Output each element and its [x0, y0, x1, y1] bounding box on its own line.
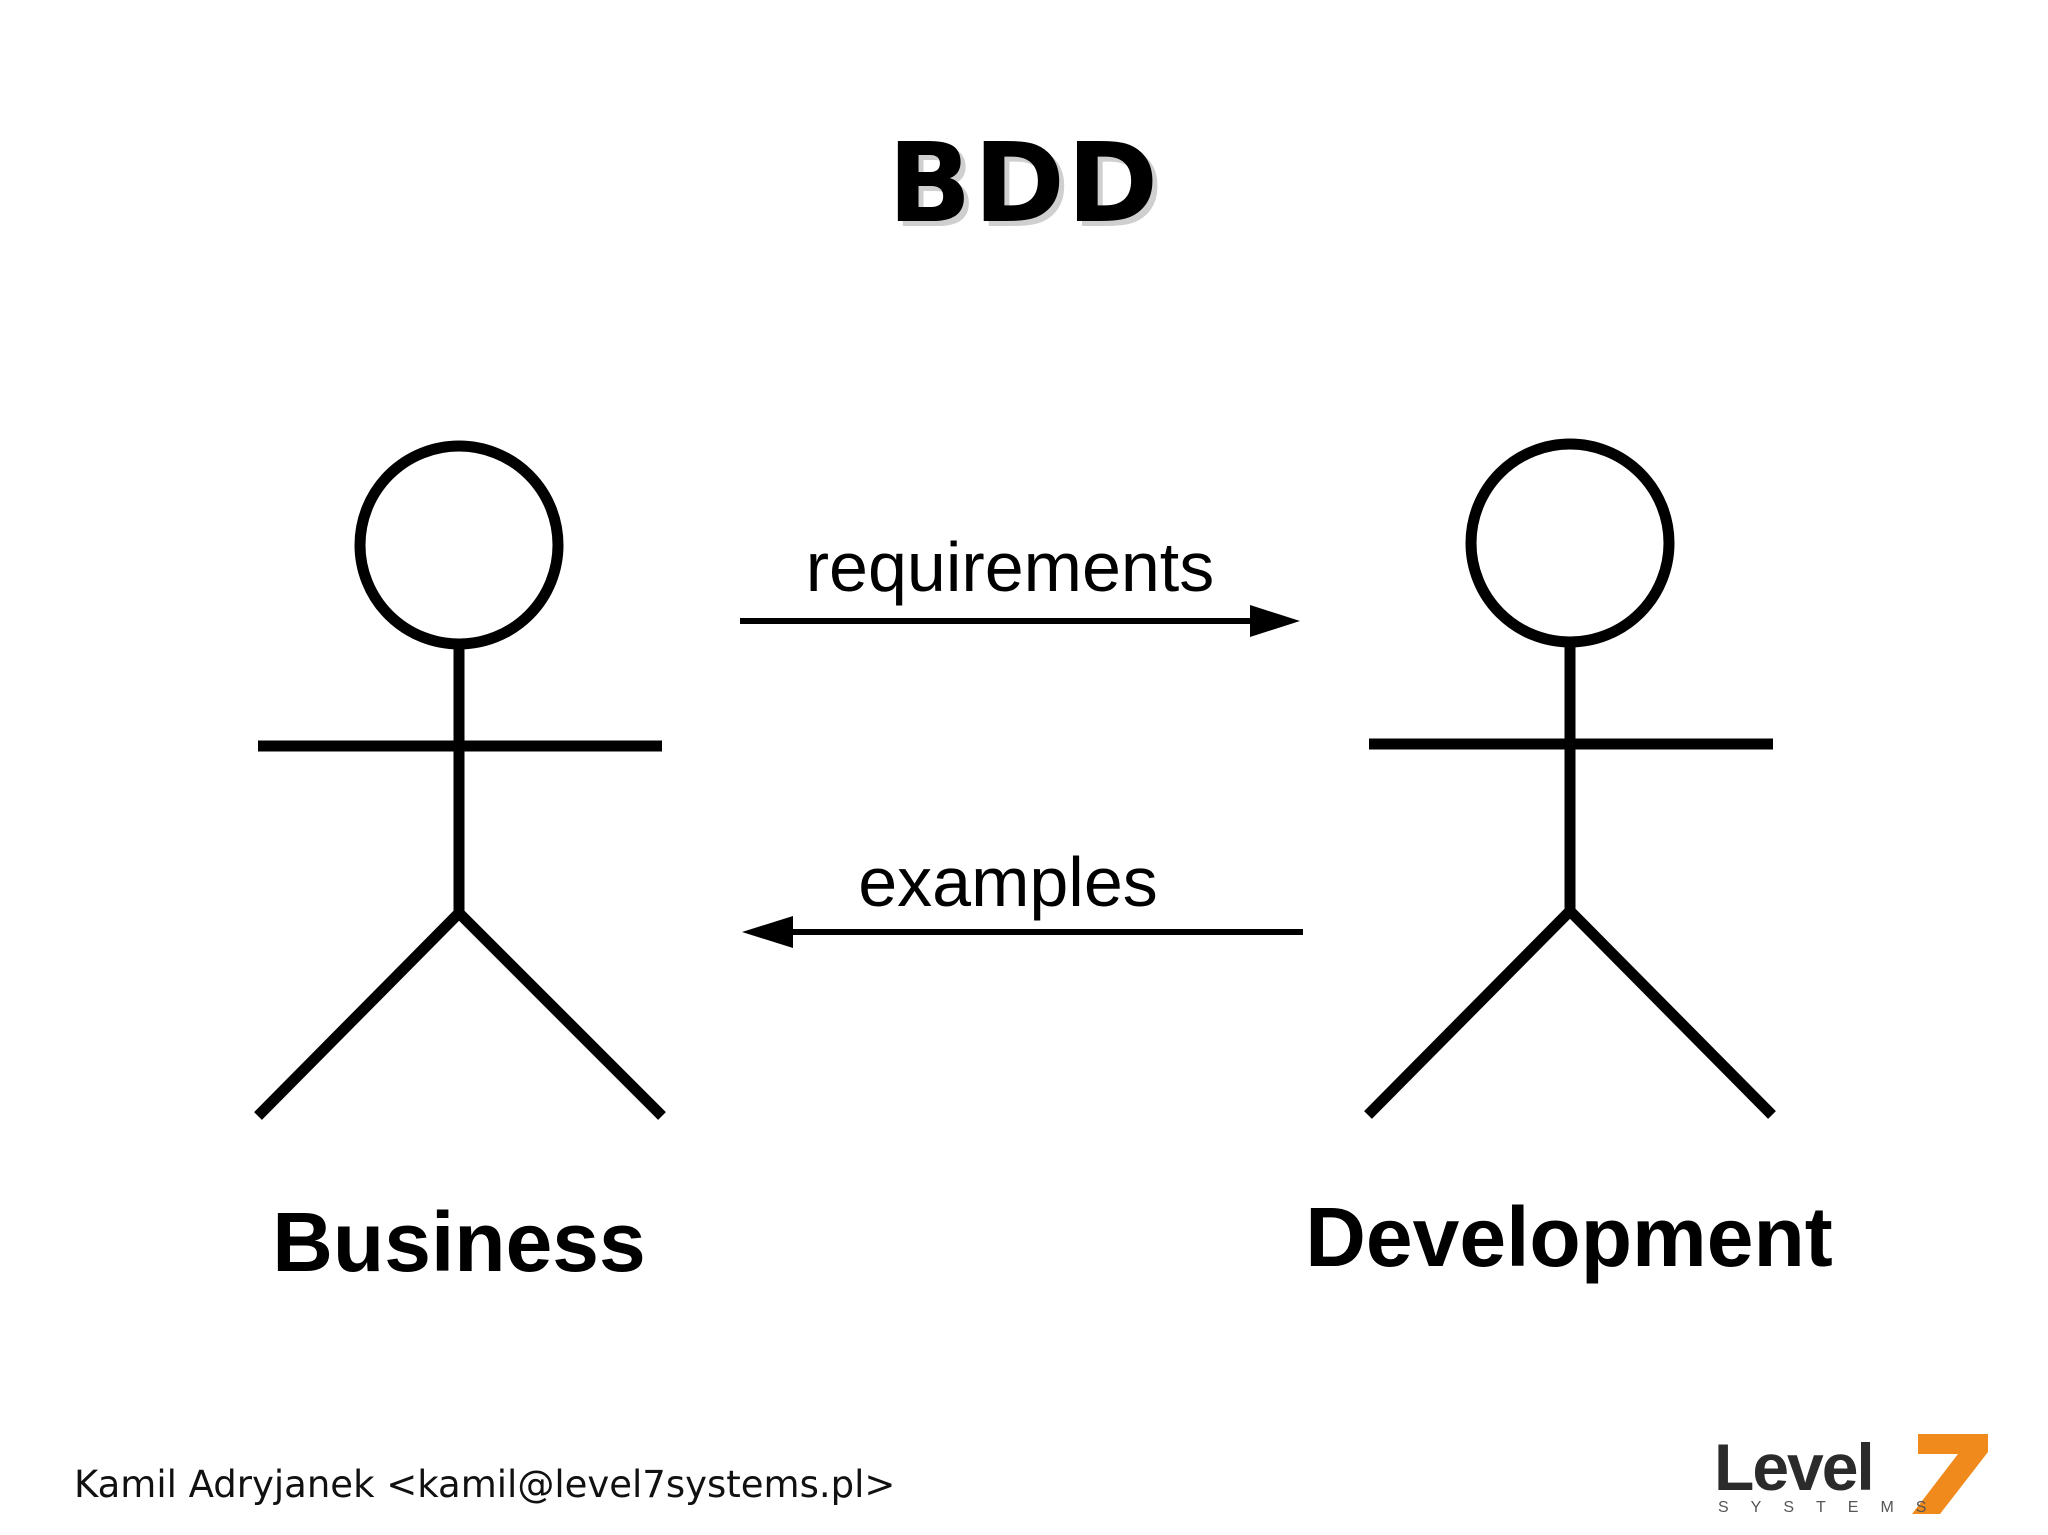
slide-title: BDD — [887, 119, 1161, 247]
requirements-arrowhead — [1250, 605, 1300, 637]
level7-systems-logo: Level SYSTEMS — [1714, 1432, 1988, 1516]
examples-arrowhead — [742, 916, 793, 948]
business-right-leg — [455, 909, 666, 1120]
examples-label: examples — [858, 843, 1158, 921]
requirements-label: requirements — [805, 528, 1215, 606]
development-head — [1465, 438, 1675, 648]
business-label: Business — [272, 1195, 646, 1289]
examples-arrow — [742, 916, 1303, 948]
logo-seven-glyph — [1912, 1434, 1988, 1514]
development-label: Development — [1305, 1190, 1833, 1284]
requirements-arrow — [740, 605, 1300, 637]
development-left-leg — [1364, 907, 1574, 1119]
business-left-leg — [254, 909, 463, 1120]
business-stick-figure — [254, 440, 666, 1120]
business-head — [354, 440, 564, 650]
footer-author: Kamil Adryjanek <kamil@level7systems.pl> — [74, 1463, 896, 1506]
logo-word: Level — [1714, 1432, 1873, 1504]
development-stick-figure — [1364, 438, 1776, 1119]
development-right-leg — [1566, 907, 1776, 1119]
logo-tagline: SYSTEMS — [1718, 1499, 1948, 1516]
